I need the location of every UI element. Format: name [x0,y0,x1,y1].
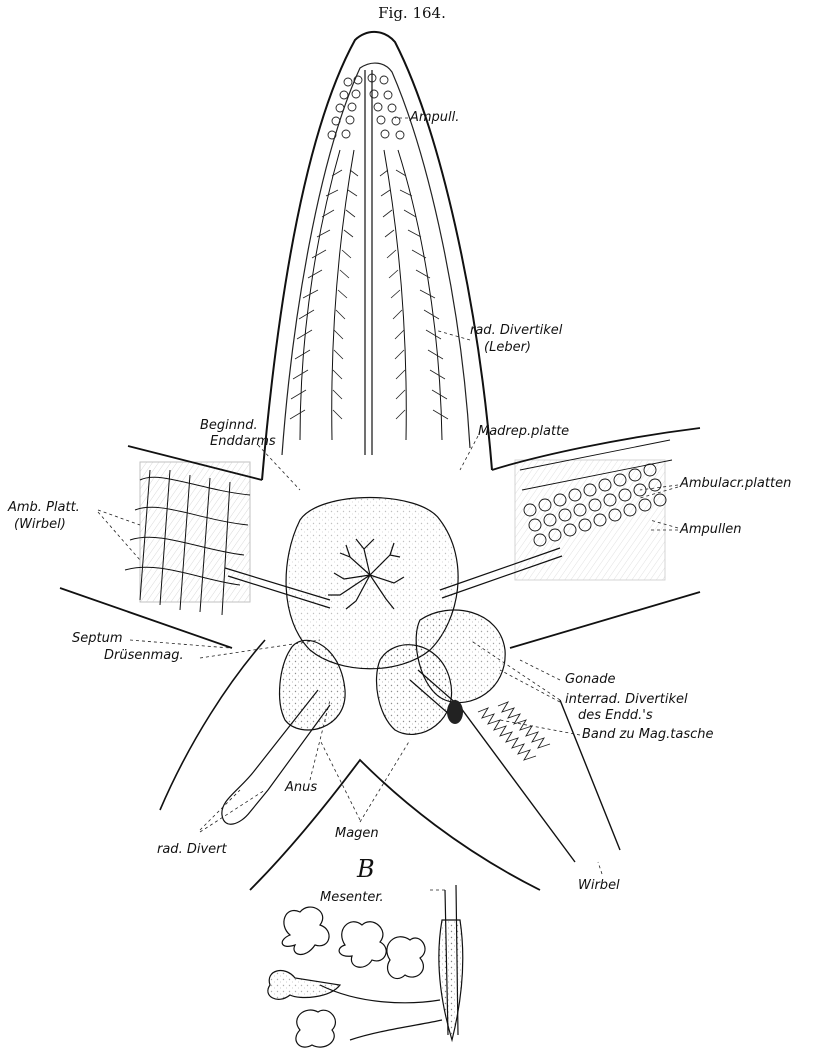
label-ambulacr-platten: Ambulacr.platten [680,476,791,491]
label-band-zu-magtasche: Band zu Mag.tasche [582,727,714,742]
radial-divertikel-lobes [300,150,442,440]
label-gonade: Gonade [565,672,615,687]
ampullae-column [328,74,404,139]
label-magen: Magen [335,826,379,841]
lobe-branches [290,170,448,419]
label-beginnd: Beginnd. [200,418,258,433]
label-anus: Anus [285,780,317,795]
label-enddarms: Enddarms [210,434,276,449]
label-wirbel: Wirbel [578,878,620,893]
label-rad-divertikel: rad. Divertikel [470,323,562,338]
label-amb-platt: Amb. Platt. [8,500,80,515]
upper-arm-outline [262,32,492,480]
label-interrad-divertikel: interrad. Divertikel [565,692,688,707]
tube-end [447,700,463,724]
label-madrep-platte: Madrep.platte [478,424,569,439]
label-ampullen: Ampullen [680,522,742,537]
label-rad-divert: rad. Divert [157,842,227,857]
label-ampull: Ampull. [410,110,459,125]
right-ambulacral-plates [515,440,672,580]
right-arm-lower-edge [510,592,700,648]
lower-left-interradius [160,640,265,810]
label-mesenter: Mesenter. [320,890,384,905]
lower-right-arm-inner [455,700,575,862]
label-septum: Septum [72,631,123,646]
label-des-endd: des Endd.'s [578,708,653,723]
panel-b-drawing [268,885,463,1047]
label-wirbel-paren: (Wirbel) [14,517,66,532]
panel-b-letter: B [357,855,375,883]
label-drusenmag: Drüsenmag. [104,648,184,663]
left-ambulacral-plates [125,462,250,615]
lower-right-wirbel-zigzag [478,702,550,760]
radial-canal [365,70,372,455]
label-leber: (Leber) [484,340,531,355]
